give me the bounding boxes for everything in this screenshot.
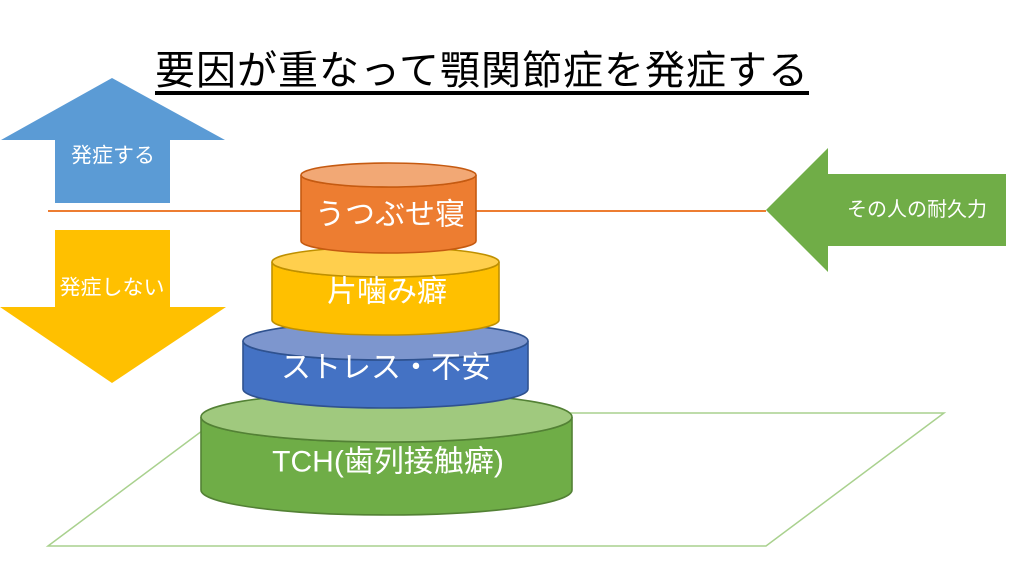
- slide-title: 要因が重なって顎関節症を発症する: [155, 49, 809, 93]
- stack-level-1-label: うつぶせ寝: [315, 198, 465, 232]
- durability-left-arrow-label: その人の耐久力: [847, 199, 987, 221]
- onset-up-arrow: [1, 78, 225, 203]
- no-onset-down-arrow: [0, 230, 226, 383]
- stack-level-3-label: ストレス・不安: [281, 351, 491, 385]
- durability-left-arrow: [766, 148, 1006, 272]
- onset-up-arrow-label: 発症する: [71, 144, 155, 168]
- base-plane: [45, 412, 947, 547]
- no-onset-down-arrow-label: 発症しない: [59, 276, 165, 300]
- stack-level-1-cylinder-top: [300, 162, 477, 188]
- stack-level-4-label: TCH(歯列接触癖): [272, 445, 504, 479]
- stack-level-2-label: 片噛み癖: [327, 275, 447, 309]
